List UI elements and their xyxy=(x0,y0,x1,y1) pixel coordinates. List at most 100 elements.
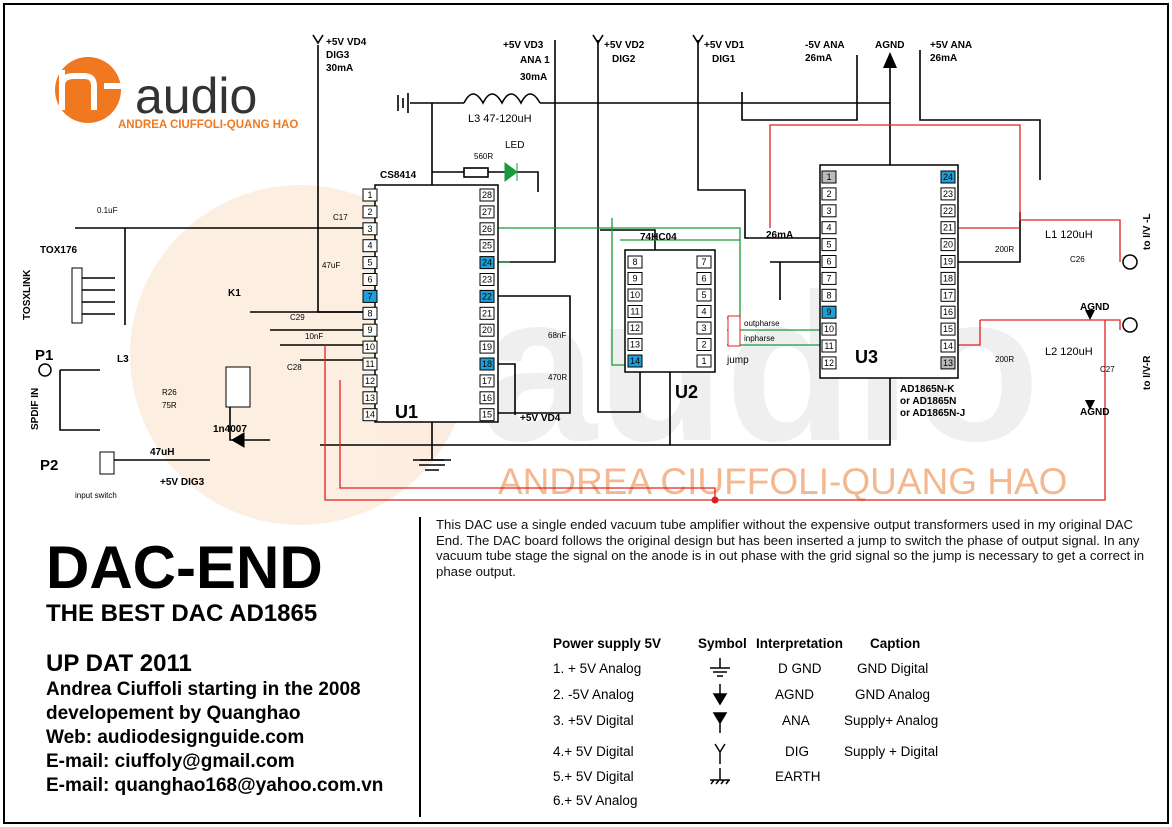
svg-text:AGND: AGND xyxy=(875,40,904,51)
svg-text:P2: P2 xyxy=(40,457,58,474)
watermark-text: ANDREA CIUFFOLI-QUANG HAO xyxy=(498,461,1067,502)
ic-pin xyxy=(821,322,837,336)
info-line: Andrea Ciuffoli starting in the 2008 xyxy=(46,679,361,700)
svg-text:C29: C29 xyxy=(290,313,305,322)
ic-pin xyxy=(940,322,956,336)
title: DAC-END xyxy=(46,534,323,601)
svg-text:inpharse: inpharse xyxy=(744,334,775,343)
pin-number: 4 xyxy=(367,241,372,251)
pin-number: 14 xyxy=(630,356,640,366)
pin-number: 23 xyxy=(943,189,953,199)
ic-pin xyxy=(479,222,495,236)
pin-number: 14 xyxy=(365,410,375,420)
ground-icon xyxy=(413,459,451,471)
ic-pin xyxy=(627,305,643,318)
ic-pin xyxy=(362,306,378,320)
ic-pin xyxy=(627,354,643,368)
ic-pin xyxy=(362,222,378,236)
info-line: E-mail: quanghao168@yahoo.com.vn xyxy=(46,775,384,796)
inductor-l3-top xyxy=(463,93,541,105)
dgnd-icon xyxy=(710,658,730,677)
legend-caption: GND Analog xyxy=(855,687,931,702)
ic-pin xyxy=(479,239,495,253)
ic-pin xyxy=(821,305,837,319)
agnd-icon xyxy=(712,684,728,706)
logo: audio ANDREA CIUFFOLI-QUANG HAO xyxy=(55,57,298,131)
pin-number: 6 xyxy=(367,275,372,285)
pin-number: 27 xyxy=(482,207,492,217)
ic-pin xyxy=(696,288,712,302)
svg-text:-5V ANA: -5V ANA xyxy=(805,40,845,51)
svg-text:jump: jump xyxy=(726,355,749,366)
ic-pin xyxy=(479,306,495,320)
svg-text:outpharse: outpharse xyxy=(744,319,780,328)
resistor-560r xyxy=(463,167,489,178)
pin-number: 26 xyxy=(482,224,492,234)
pin-number: 10 xyxy=(630,290,640,300)
legend-header: Interpretation xyxy=(756,636,844,651)
ic-pin xyxy=(479,374,495,388)
svg-text:26mA: 26mA xyxy=(766,230,793,241)
pin-number: 18 xyxy=(482,359,492,369)
ic-pin xyxy=(362,374,378,388)
pin-number: 3 xyxy=(367,224,372,234)
ic-pin xyxy=(362,323,378,337)
svg-text:+5V VD4: +5V VD4 xyxy=(326,37,367,48)
pin-number: 5 xyxy=(367,258,372,268)
ic-pin xyxy=(627,288,643,302)
pin-number: 5 xyxy=(701,290,706,300)
pin-number: 7 xyxy=(826,273,831,283)
legend-supply: 1. + 5V Analog xyxy=(553,661,642,676)
svg-text:ANA 1: ANA 1 xyxy=(520,55,550,66)
pin-number: 21 xyxy=(943,223,953,233)
pin-number: 2 xyxy=(701,340,706,350)
pin-number: 15 xyxy=(482,410,492,420)
svg-text:input switch: input switch xyxy=(75,491,117,500)
pin-number: 22 xyxy=(482,291,492,301)
pin-number: 12 xyxy=(365,376,375,386)
earth-icon xyxy=(710,768,730,785)
u1-ref: U1 xyxy=(395,402,418,422)
agnd-arrow-icon xyxy=(883,52,897,68)
ic-pin xyxy=(362,188,378,202)
pin-number: 12 xyxy=(824,358,834,368)
ic-u3 xyxy=(819,164,959,379)
pin-number: 11 xyxy=(824,341,833,351)
ic-pin xyxy=(821,356,837,370)
pin-number: 28 xyxy=(482,190,492,200)
red-net xyxy=(324,124,1121,501)
svg-text:10nF: 10nF xyxy=(305,332,323,341)
ic-pin xyxy=(627,255,643,269)
u3-alt1: or AD1865N xyxy=(900,396,956,407)
ic-pin xyxy=(940,204,956,218)
pin-number: 20 xyxy=(482,325,492,335)
pin-number: 8 xyxy=(632,257,637,267)
svg-text:to I/V-R: to I/V-R xyxy=(1142,355,1153,390)
svg-text:R26: R26 xyxy=(162,388,177,397)
agnd-output-icons xyxy=(1085,310,1095,410)
svg-text:+5V VD4: +5V VD4 xyxy=(520,413,561,424)
pin-number: 3 xyxy=(701,323,706,333)
svg-text:0.1uF: 0.1uF xyxy=(97,206,118,215)
ana-icon xyxy=(712,712,728,733)
ic-pin xyxy=(479,289,495,303)
legend-interp: AGND xyxy=(775,687,815,702)
svg-text:+5V VD1: +5V VD1 xyxy=(704,40,745,51)
svg-text:L2 120uH: L2 120uH xyxy=(1045,346,1093,358)
ic-pin xyxy=(479,323,495,337)
legend-header: Caption xyxy=(870,636,921,651)
pin-number: 1 xyxy=(826,172,831,182)
jumper[interactable] xyxy=(727,315,741,347)
component-labels: TOX176 TOSXLINK K1 P1 SPDIF IN L3 R2675R… xyxy=(22,206,1153,500)
ic-pin xyxy=(696,354,712,368)
ic-pin xyxy=(479,188,495,202)
svg-text:30mA: 30mA xyxy=(520,72,547,83)
ic-pin xyxy=(821,271,837,285)
ic-pin xyxy=(940,238,956,252)
pin-number: 25 xyxy=(482,241,492,251)
pin-number: 1 xyxy=(367,190,372,200)
border xyxy=(3,3,1169,824)
legend-caption: Supply + Digital xyxy=(844,744,939,759)
